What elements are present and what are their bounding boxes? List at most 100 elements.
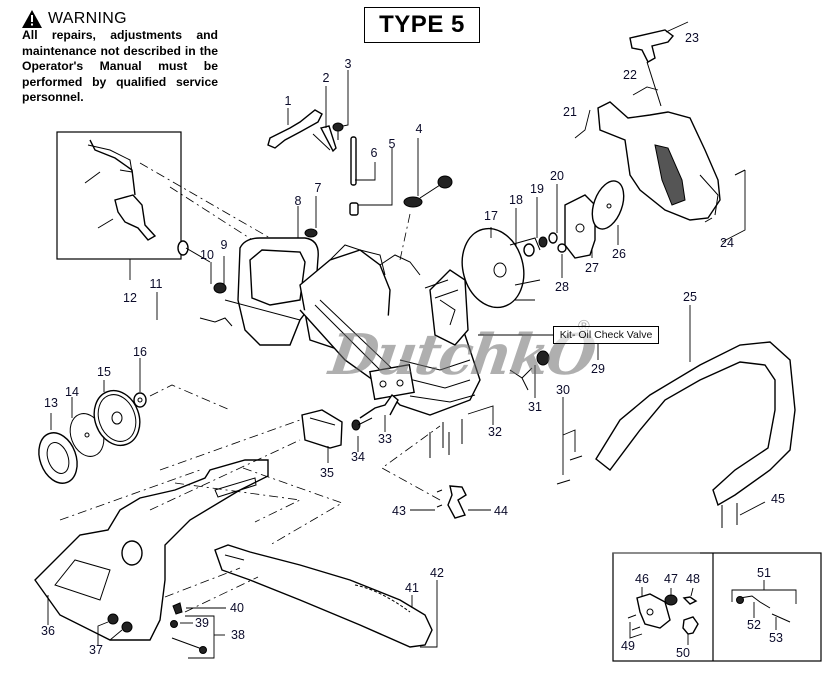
part-43-screw[interactable] <box>410 489 443 511</box>
part-label-11[interactable]: 11 <box>149 276 163 291</box>
part-9-10[interactable] <box>177 240 227 294</box>
part-11[interactable] <box>156 292 233 327</box>
part-label-52[interactable]: 52 <box>747 617 761 632</box>
part-label-41[interactable]: 41 <box>405 580 419 595</box>
part-label-15[interactable]: 15 <box>97 364 111 379</box>
part-label-43[interactable]: 43 <box>392 503 406 518</box>
part-38-tensioner-kit[interactable] <box>171 615 225 659</box>
part-52-oil-line[interactable] <box>736 595 771 618</box>
part-29-oil-check-valve[interactable] <box>478 334 599 366</box>
part-37-nut[interactable] <box>97 613 133 645</box>
part-label-46[interactable]: 46 <box>635 571 649 586</box>
part-22-starter-rope[interactable] <box>632 61 662 107</box>
part-label-50[interactable]: 50 <box>676 645 690 660</box>
part-label-5[interactable]: 5 <box>388 136 396 151</box>
part-label-37[interactable]: 37 <box>89 642 103 657</box>
engine-housing[interactable] <box>224 237 481 416</box>
part-label-49[interactable]: 49 <box>621 638 635 653</box>
part-label-26[interactable]: 26 <box>612 246 626 261</box>
part-19-nut[interactable] <box>536 197 548 248</box>
part-label-30[interactable]: 30 <box>556 382 570 397</box>
part-label-29[interactable]: 29 <box>591 361 605 376</box>
part-label-25[interactable]: 25 <box>683 289 697 304</box>
part-label-40[interactable]: 40 <box>230 600 244 615</box>
part-label-7[interactable]: 7 <box>314 180 322 195</box>
part-25-front-handle[interactable] <box>595 305 796 507</box>
part-label-33[interactable]: 33 <box>378 431 392 446</box>
part-17-flywheel[interactable] <box>454 222 541 315</box>
part-21-starter-housing[interactable] <box>574 101 721 221</box>
part-label-47[interactable]: 47 <box>664 571 678 586</box>
part-label-2[interactable]: 2 <box>322 70 330 85</box>
part-6[interactable] <box>350 136 376 186</box>
part-15-clutch-drum[interactable] <box>87 380 147 452</box>
part-53-oil-line[interactable] <box>771 613 791 630</box>
part-27-pawl-assembly[interactable] <box>564 194 596 259</box>
part-label-53[interactable]: 53 <box>769 630 783 645</box>
housing-bolts[interactable] <box>424 279 459 299</box>
part-label-34[interactable]: 34 <box>351 449 365 464</box>
part-20-washer[interactable] <box>548 184 558 244</box>
part-39-nut[interactable] <box>170 620 194 628</box>
part-35-bar-plate[interactable] <box>301 409 343 463</box>
part-47-worm-gear[interactable] <box>664 588 678 606</box>
part-label-42[interactable]: 42 <box>430 565 444 580</box>
part-32-screw[interactable] <box>429 405 494 458</box>
part-label-23[interactable]: 23 <box>685 30 699 45</box>
part-48-spring[interactable] <box>682 587 698 605</box>
part-24-screw[interactable] <box>704 169 746 243</box>
part-label-51[interactable]: 51 <box>757 565 771 580</box>
part-label-36[interactable]: 36 <box>41 623 55 638</box>
part-label-6[interactable]: 6 <box>370 145 378 160</box>
part-label-9[interactable]: 9 <box>220 237 228 252</box>
part-36-chain-brake-cover[interactable] <box>34 459 269 641</box>
part-label-39[interactable]: 39 <box>195 615 209 630</box>
part-26-pulley[interactable] <box>586 177 629 245</box>
part-label-35[interactable]: 35 <box>320 465 334 480</box>
part-13-clutch[interactable] <box>32 413 84 489</box>
part-label-32[interactable]: 32 <box>488 424 502 439</box>
part-30-screw[interactable] <box>556 397 583 485</box>
part-41-saw-chain[interactable] <box>354 584 413 613</box>
part-40-adjuster[interactable] <box>172 602 226 615</box>
part-50-pickup[interactable] <box>682 616 699 645</box>
part-label-12[interactable]: 12 <box>123 290 137 305</box>
part-label-21[interactable]: 21 <box>563 104 577 119</box>
part-45-screw[interactable] <box>721 501 766 528</box>
kit-oil-check-valve-callout[interactable]: Kit- Oil Check Valve <box>553 326 659 344</box>
part-23-starter-handle[interactable] <box>629 21 689 63</box>
part-42-guide-bar[interactable] <box>214 544 438 648</box>
part-label-44[interactable]: 44 <box>494 503 508 518</box>
part-label-19[interactable]: 19 <box>530 181 544 196</box>
part-label-20[interactable]: 20 <box>550 168 564 183</box>
part-label-1[interactable]: 1 <box>284 93 292 108</box>
part-label-13[interactable]: 13 <box>44 395 58 410</box>
part-label-14[interactable]: 14 <box>65 384 79 399</box>
part-label-3[interactable]: 3 <box>344 56 352 71</box>
part-12-trigger-kit-inset[interactable] <box>56 131 271 280</box>
part-34-bar-stud[interactable] <box>351 417 373 452</box>
part-33-bracket[interactable] <box>359 393 399 432</box>
part-1[interactable] <box>267 108 323 149</box>
part-2[interactable] <box>312 86 337 153</box>
part-label-24[interactable]: 24 <box>720 235 734 250</box>
part-label-17[interactable]: 17 <box>484 208 498 223</box>
part-5[interactable] <box>349 148 393 216</box>
part-label-27[interactable]: 27 <box>585 260 599 275</box>
part-label-22[interactable]: 22 <box>623 67 637 82</box>
part-label-48[interactable]: 48 <box>686 571 700 586</box>
part-46-oil-pump[interactable] <box>636 587 671 629</box>
part-16-washer[interactable] <box>133 358 147 408</box>
part-51-oil-line-kit[interactable] <box>731 580 797 604</box>
part-label-45[interactable]: 45 <box>771 491 785 506</box>
part-31-oil-line[interactable] <box>509 365 536 398</box>
part-18-washer[interactable] <box>515 208 535 257</box>
part-28-washer[interactable] <box>557 243 567 278</box>
part-3[interactable] <box>332 70 349 140</box>
part-49-screw[interactable] <box>627 614 643 639</box>
part-label-16[interactable]: 16 <box>133 344 147 359</box>
part-label-38[interactable]: 38 <box>231 627 245 642</box>
part-7[interactable] <box>304 196 318 238</box>
part-label-28[interactable]: 28 <box>555 279 569 294</box>
part-label-8[interactable]: 8 <box>294 193 302 208</box>
